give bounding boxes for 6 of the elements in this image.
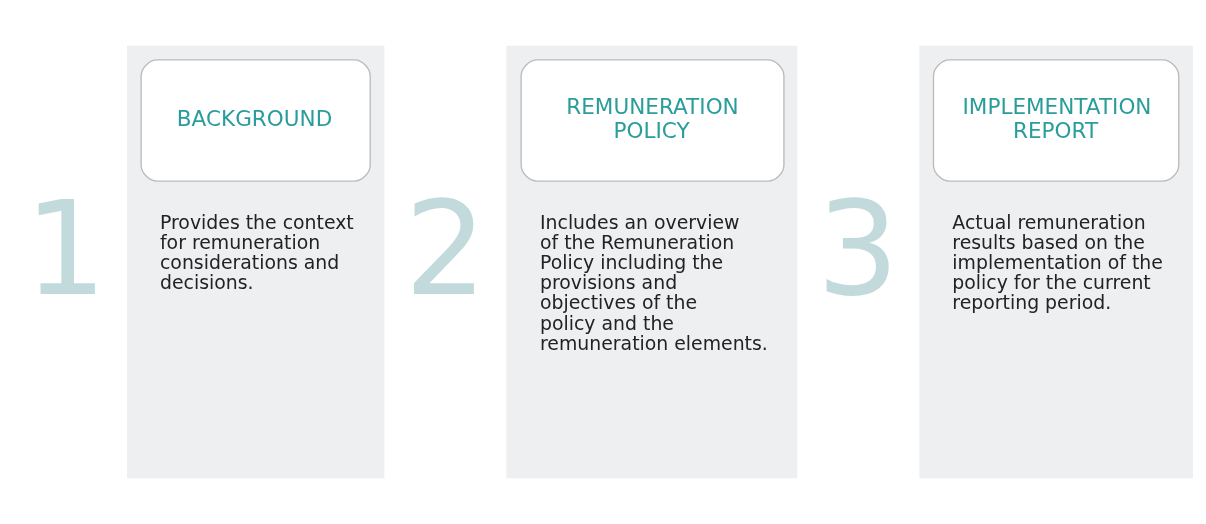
node-label: 1: [24, 174, 107, 326]
node-label: 2: [404, 174, 487, 326]
node-box: REMUNERATION POLICY Includes an overview of the Remuneration Policy including the provisions and objectives of the policy and the remuneration elements.: [506, 45, 798, 479]
node-label: 3: [816, 174, 900, 326]
node-box: BACKGROUND Provides the context for remuneration considerations and decisions.: [126, 45, 385, 479]
node-box: IMPLEMENTATION REPORT Actual remuneration results based on the implementation of the policy for the current reporting period.: [919, 45, 1193, 479]
